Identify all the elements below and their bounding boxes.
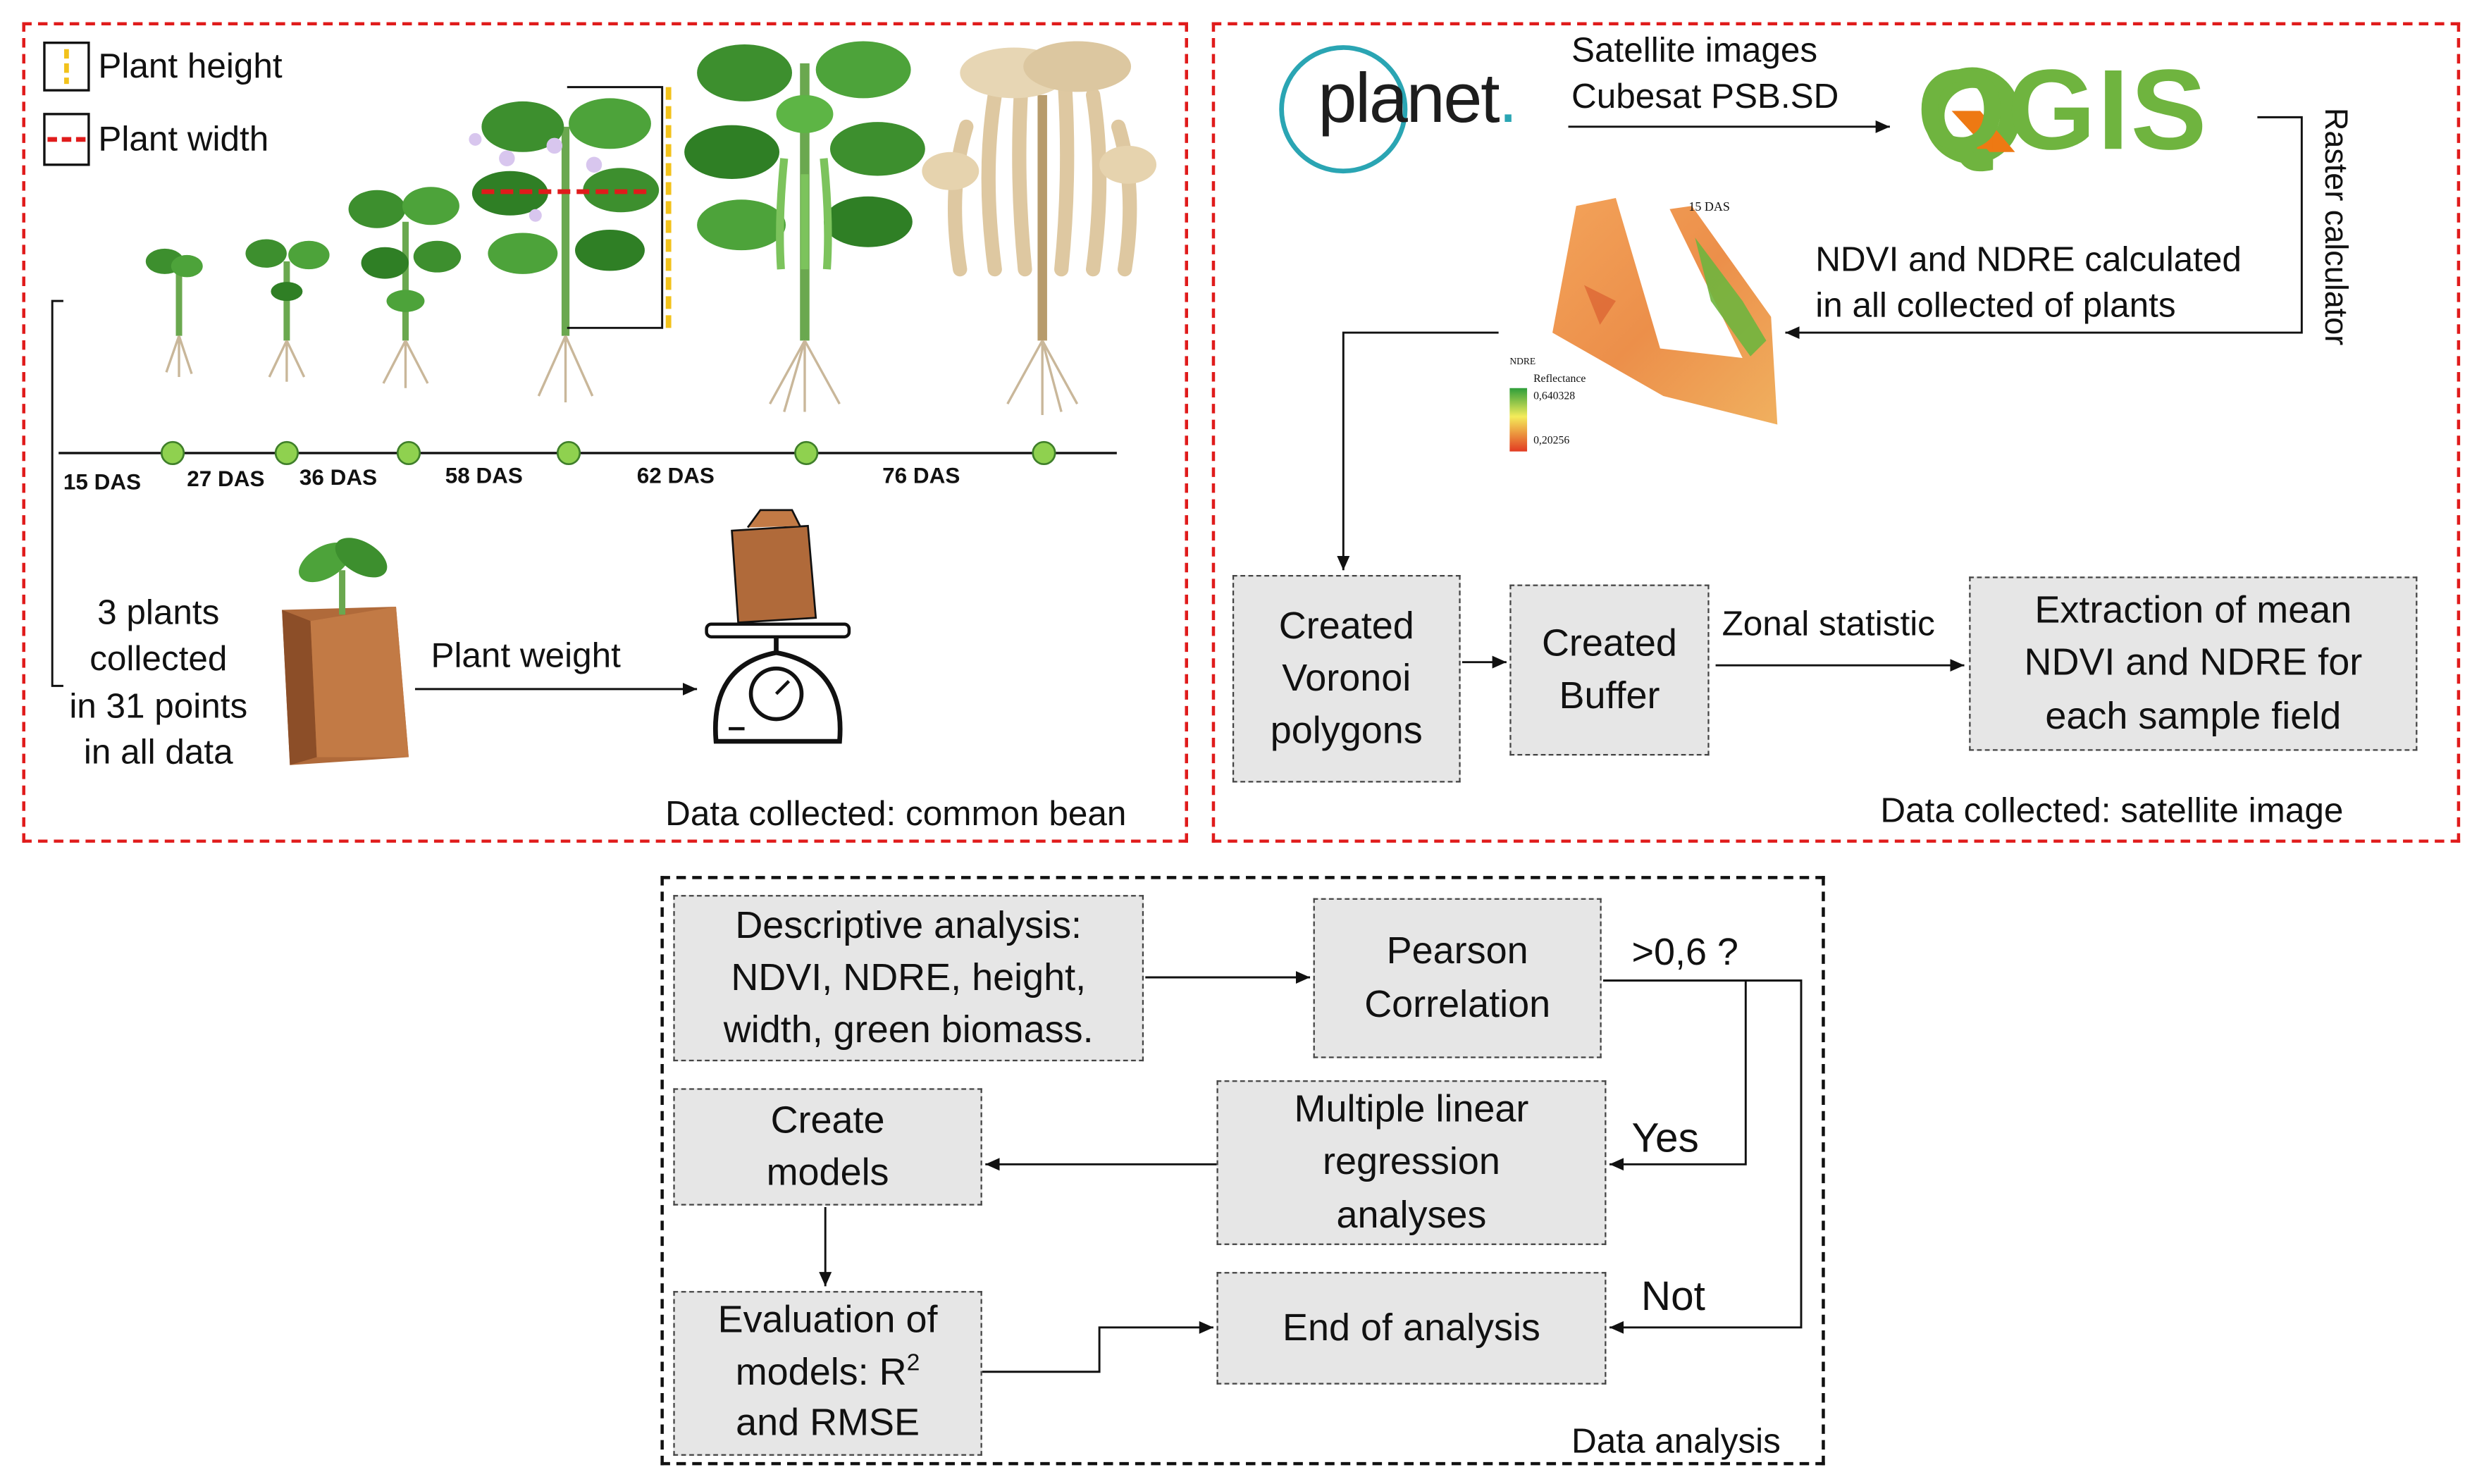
planet-logo-icon — [1279, 45, 1408, 174]
create-models-box: Create models — [673, 1088, 982, 1206]
collection-text: 3 plants collected in 31 points in all d… — [69, 592, 248, 772]
regression-box: Multiple linear regression analyses — [1216, 1080, 1607, 1245]
timeline-label-62: 62 DAS — [636, 462, 715, 488]
analysis-panel — [660, 876, 1825, 1466]
evaluation-models-r: models: R — [735, 1350, 907, 1394]
satellite-images-label: Satellite images Cubesat PSB.SD — [1571, 30, 1839, 116]
qgis-logo: QGIS — [1917, 47, 2208, 175]
zonal-statistic-label: Zonal statistic — [1722, 603, 1935, 643]
map-legend-title: Reflectance — [1533, 372, 1586, 385]
timeline-label-36: 36 DAS — [299, 464, 378, 490]
evaluation-line-1: Evaluation of — [717, 1299, 938, 1342]
width-legend-icon — [43, 113, 90, 166]
plant-width-legend-label: Plant width — [98, 118, 269, 159]
descriptive-analysis-box: Descriptive analysis: NDVI, NDRE, height… — [673, 895, 1144, 1062]
raster-calculator-label: Raster calculator — [2317, 107, 2353, 346]
plant-stage-4 — [469, 86, 672, 402]
weighing-scale-icon — [705, 509, 851, 744]
ndvi-ndre-label: NDVI and NDRE calculated in all collecte… — [1815, 239, 2242, 324]
planet-logo-dot: . — [1498, 60, 1518, 138]
evaluation-line-2: models: R2 — [736, 1347, 920, 1399]
timeline-dots — [160, 440, 1056, 466]
plant-stage-1 — [145, 248, 203, 378]
voronoi-box: Created Voronoi polygons — [1232, 575, 1461, 783]
end-of-analysis-box: End of analysis — [1216, 1272, 1607, 1385]
timeline-label-76: 76 DAS — [882, 462, 960, 488]
common-bean-caption: Data collected: common bean — [665, 793, 1127, 834]
not-label: Not — [1640, 1272, 1705, 1320]
map-legend-min: 0,20256 — [1533, 433, 1570, 447]
plant-stage-2 — [245, 239, 330, 382]
common-bean-panel — [22, 22, 1188, 843]
qgis-logo-icon — [1924, 67, 2021, 164]
plant-stage-6 — [922, 41, 1157, 415]
planet-logo: planet. — [1318, 60, 1518, 139]
yes-label: Yes — [1631, 1113, 1699, 1161]
map-legend-max: 0,640328 — [1533, 390, 1576, 402]
timeline-label-15: 15 DAS — [63, 469, 142, 495]
map-index-label: NDRE — [1509, 358, 1536, 368]
evaluation-box: Evaluation of models: R2 and RMSE — [673, 1291, 982, 1456]
height-legend-icon — [43, 42, 90, 92]
pearson-correlation-box: Pearson Correlation — [1313, 898, 1602, 1058]
evaluation-line-3: and RMSE — [736, 1402, 920, 1445]
ndre-map-image — [1509, 198, 1778, 452]
evaluation-superscript: 2 — [906, 1349, 920, 1376]
satellite-caption: Data collected: satellite image — [1880, 790, 2344, 830]
map-das-label: 15 DAS — [1688, 199, 1730, 214]
timeline-label-27: 27 DAS — [187, 465, 265, 491]
threshold-label: >0,6 ? — [1631, 931, 1738, 975]
plant-stage-3 — [348, 187, 462, 388]
paper-bag-icon — [282, 538, 409, 765]
satellite-panel — [1211, 22, 2461, 843]
plant-weight-label: Plant weight — [431, 635, 621, 675]
analysis-caption: Data analysis — [1571, 1421, 1781, 1461]
planet-logo-text: planet — [1318, 60, 1500, 138]
buffer-box: Created Buffer — [1509, 584, 1710, 756]
plant-stage-5 — [684, 41, 925, 412]
extraction-box: Extraction of mean NDVI and NDRE for eac… — [1969, 576, 2418, 751]
plant-height-legend-label: Plant height — [98, 46, 283, 86]
timeline-label-58: 58 DAS — [445, 462, 523, 488]
